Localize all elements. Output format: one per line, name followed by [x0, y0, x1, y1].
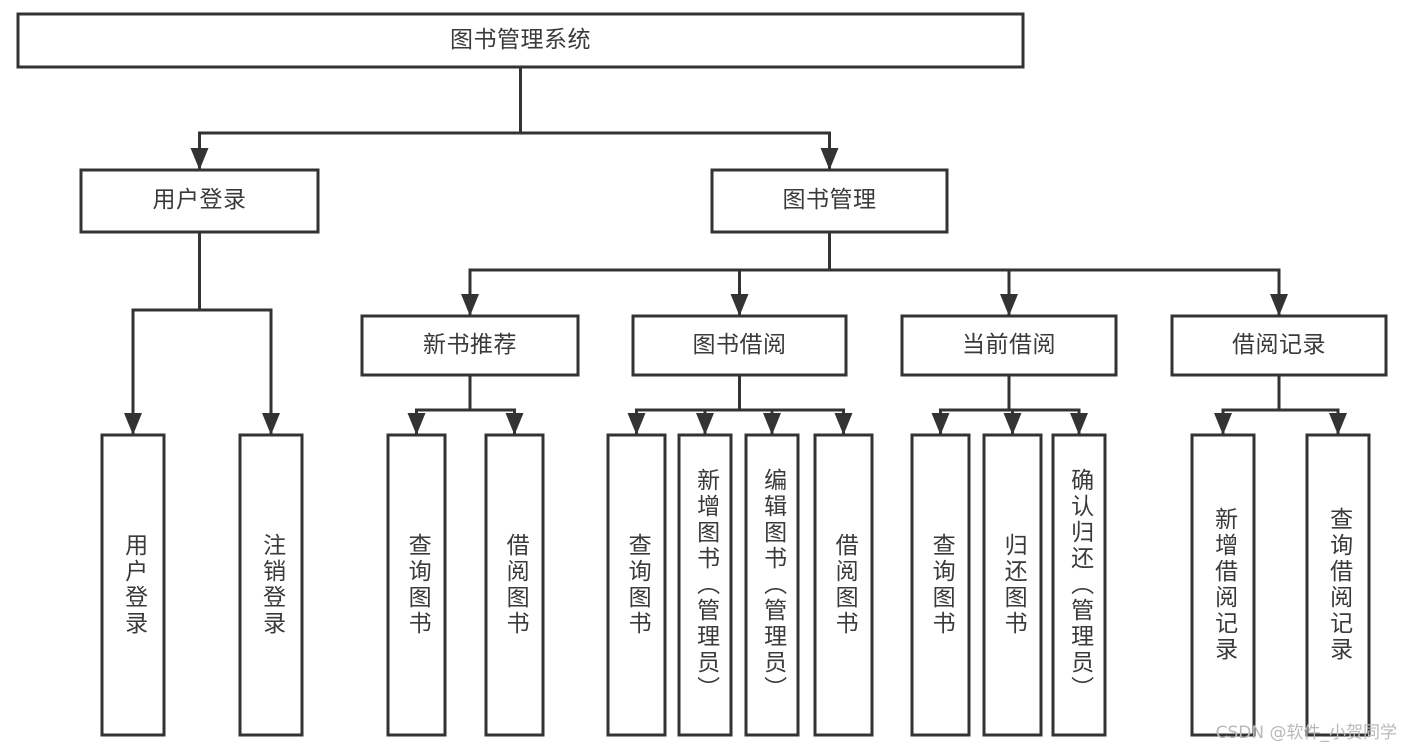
arrow-head-icon-leaf-confirm-return-admin	[1070, 413, 1088, 435]
node-box-book-manage[interactable]	[710, 168, 949, 234]
node-box-leaf-user-login[interactable]	[100, 433, 166, 737]
node-box-leaf-confirm-return-admin[interactable]	[1051, 433, 1107, 737]
node-box-book-borrow[interactable]	[631, 314, 848, 377]
arrow-head-icon-leaf-add-book-admin	[696, 413, 714, 435]
connector-layer	[124, 65, 1347, 437]
arrow-head-icon-leaf-query-record	[1329, 413, 1347, 435]
node-box-leaf-borrow-book-2[interactable]	[813, 433, 874, 737]
arrow-head-icon-current-borrow	[1000, 294, 1018, 316]
arrow-head-icon-leaf-user-login	[124, 413, 142, 435]
arrow-head-icon-leaf-borrow-book-1	[505, 413, 524, 435]
node-box-leaf-return-book[interactable]	[982, 433, 1043, 737]
arrow-head-icon-new-book-rec	[461, 294, 479, 316]
arrow-head-icon-leaf-query-book-2	[627, 413, 646, 435]
node-box-current-borrow[interactable]	[900, 314, 1118, 377]
arrow-head-icon-leaf-return-book	[1003, 413, 1022, 435]
node-box-user-login[interactable]	[79, 168, 320, 234]
arrow-head-icon-user-login	[190, 148, 209, 170]
node-box-leaf-query-book-3[interactable]	[910, 433, 971, 737]
arrow-head-icon-leaf-edit-book-admin	[763, 413, 781, 435]
arrow-head-icon-book-manage	[820, 148, 839, 170]
arrow-head-icon-borrow-record	[1270, 294, 1288, 316]
arrow-head-icon-leaf-borrow-book-2	[834, 413, 853, 435]
node-box-leaf-query-book-1[interactable]	[386, 433, 447, 737]
node-box-root[interactable]	[16, 12, 1025, 69]
node-box-new-book-rec[interactable]	[360, 314, 580, 377]
node-box-leaf-edit-book-admin[interactable]	[744, 433, 800, 737]
arrow-head-icon-leaf-user-logout	[262, 413, 280, 435]
arrow-head-icon-leaf-query-book-1	[407, 413, 426, 435]
node-box-borrow-record[interactable]	[1170, 314, 1388, 377]
node-box-leaf-add-record[interactable]	[1190, 433, 1256, 737]
arrow-head-icon-leaf-query-book-3	[931, 413, 950, 435]
node-box-leaf-borrow-book-1[interactable]	[484, 433, 545, 737]
node-box-leaf-add-book-admin[interactable]	[677, 433, 733, 737]
node-box-leaf-query-book-2[interactable]	[606, 433, 667, 737]
node-box-leaf-query-record[interactable]	[1305, 433, 1371, 737]
arrow-head-icon-leaf-add-record	[1214, 413, 1232, 435]
node-box-leaf-user-logout[interactable]	[238, 433, 304, 737]
arrow-head-icon-book-borrow	[730, 294, 749, 316]
node-box-layer	[16, 12, 1388, 737]
